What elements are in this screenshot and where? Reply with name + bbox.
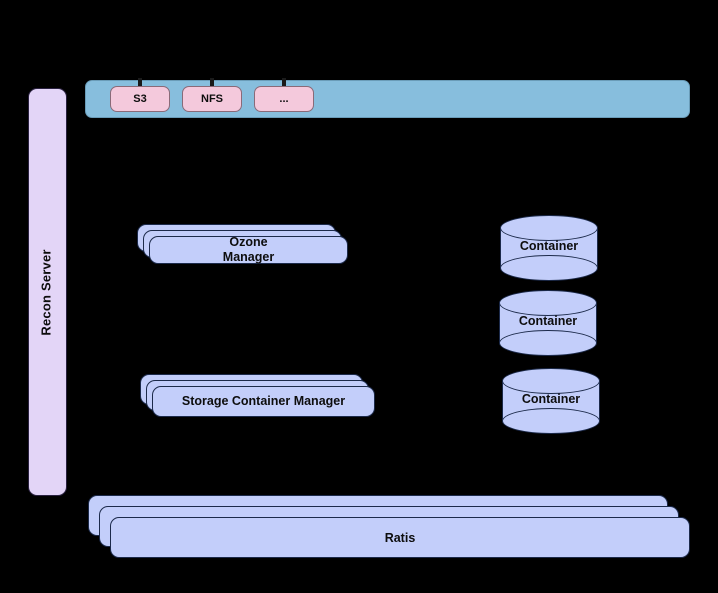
ozone-manager-label-line1: Ozone	[229, 235, 268, 249]
ozone-manager-group[interactable]: Ozone Manager	[137, 224, 348, 264]
container-cylinder-1[interactable]: Container	[500, 215, 598, 281]
ozone-manager-box[interactable]: Ozone Manager	[149, 235, 348, 265]
recon-server-box[interactable]: Recon Server	[28, 88, 67, 496]
cylinder-top-ellipse	[502, 368, 600, 394]
container-label: Container	[519, 239, 579, 253]
container-cylinder-3[interactable]: Container	[502, 368, 600, 434]
ozone-manager-label-line2: Manager	[222, 250, 275, 264]
connector-stub-icon	[282, 60, 286, 86]
protocol-pill-s3[interactable]: S3	[110, 60, 170, 112]
container-label: Container	[518, 314, 578, 328]
cylinder-top-ellipse	[500, 215, 598, 241]
storage-container-manager-box[interactable]: Storage Container Manager	[152, 386, 375, 417]
protocol-pill-label: S3	[133, 92, 147, 105]
ozone-manager-label: Ozone Manager	[223, 235, 274, 265]
cylinder-top-ellipse	[499, 290, 597, 316]
protocol-pill-label: ...	[279, 92, 289, 105]
ratis-group[interactable]: Ratis	[88, 495, 690, 558]
ratis-label: Ratis	[384, 530, 416, 545]
protocol-pill-label: NFS	[201, 92, 223, 105]
cylinder-bottom-ellipse	[502, 408, 600, 434]
protocol-bar[interactable]: S3 NFS ...	[85, 60, 690, 118]
recon-server-label: Recon Server	[39, 248, 55, 336]
storage-container-manager-label: Storage Container Manager	[181, 394, 346, 408]
cylinder-bottom-ellipse	[499, 330, 597, 356]
protocol-pill-more[interactable]: ...	[254, 60, 314, 112]
protocol-pill-nfs[interactable]: NFS	[182, 60, 242, 112]
connector-stub-icon	[138, 60, 142, 86]
ratis-box[interactable]: Ratis	[110, 517, 690, 558]
container-cylinder-2[interactable]: Container	[499, 290, 597, 356]
storage-container-manager-group[interactable]: Storage Container Manager	[140, 374, 375, 417]
cylinder-bottom-ellipse	[500, 255, 598, 281]
container-label: Container	[521, 392, 581, 406]
connector-stub-icon	[210, 60, 214, 86]
